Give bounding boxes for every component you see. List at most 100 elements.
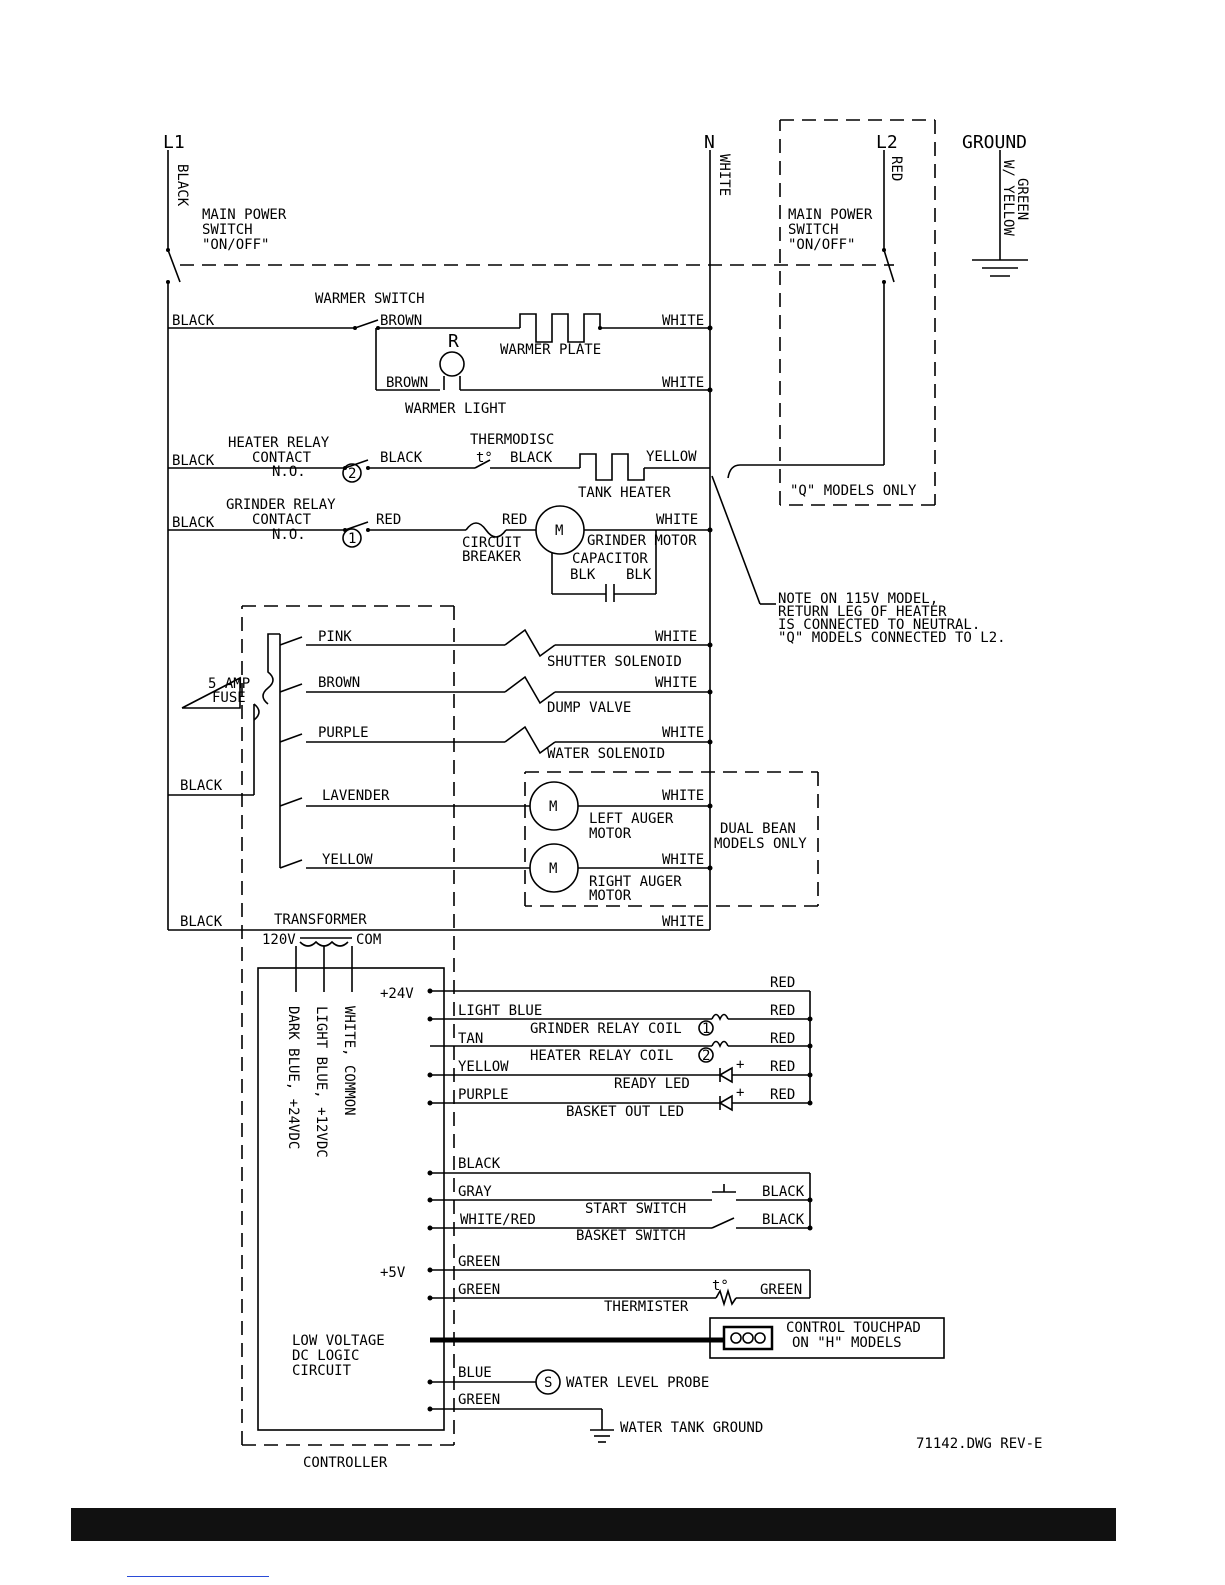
coil2-tan-label: TAN	[458, 1031, 483, 1047]
probe-blue-label: BLUE	[458, 1365, 492, 1381]
coil2-red-label: RED	[770, 1031, 795, 1047]
lavender-label: LAVENDER	[322, 788, 390, 804]
l1-black-label: BLACK	[174, 164, 190, 207]
heater-yellow-label: YELLOW	[646, 449, 697, 465]
transformer-white-label: WHITE	[662, 914, 704, 930]
left-auger-white-label: WHITE	[662, 788, 704, 804]
warmer-white-1-label: WHITE	[662, 313, 704, 329]
fuse-label-2: FUSE	[212, 690, 246, 706]
grinder-black-label: BLACK	[172, 515, 215, 531]
terminal-l2: L2	[876, 132, 898, 153]
dump-white-label: WHITE	[655, 675, 697, 691]
thermister-t-symbol: t°	[712, 1278, 729, 1294]
fuse-and-switch-bus	[168, 633, 281, 868]
grinder-relay-number: 1	[348, 531, 356, 547]
warmer-black-label: BLACK	[172, 313, 215, 329]
left-auger-label-1: LEFT AUGER	[589, 811, 674, 827]
touchpad-label-1: CONTROL TOUCHPAD	[786, 1320, 921, 1336]
svg-text:SWITCH: SWITCH	[788, 222, 839, 238]
svg-text:"Q" MODELS CONNECTED TO L2.: "Q" MODELS CONNECTED TO L2.	[778, 630, 1006, 646]
water-solenoid-label: WATER SOLENOID	[547, 746, 665, 762]
switch-black-label: BLACK	[458, 1156, 501, 1172]
v24-label: +24V	[380, 986, 414, 1002]
start-gray-label: GRAY	[458, 1184, 492, 1200]
transformer-label: TRANSFORMER	[274, 912, 367, 928]
coil1-red-label: RED	[770, 1003, 795, 1019]
basket-black-label: BLACK	[762, 1212, 805, 1228]
heater-relay-label-3: N.O.	[272, 464, 306, 480]
water-sol-white-label: WHITE	[662, 725, 704, 741]
n-white-label: WHITE	[716, 154, 732, 196]
svg-text:IS CONNECTED TO NEUTRAL.: IS CONNECTED TO NEUTRAL.	[778, 617, 980, 633]
dual-bean-label-1: DUAL BEAN	[720, 821, 796, 837]
transformer-black-label: BLACK	[180, 914, 223, 930]
terminal-l1: L1	[163, 132, 185, 153]
warmer-switch-label: WARMER SWITCH	[315, 291, 425, 307]
warmer-light-label: WARMER LIGHT	[405, 401, 507, 417]
right-auger-m: M	[549, 861, 557, 877]
low-voltage-label-1: LOW VOLTAGE	[292, 1333, 385, 1349]
capacitor-blk-2-label: BLK	[626, 567, 652, 583]
controller-boundary	[241, 605, 455, 1446]
transformer-120v-label: 120V	[262, 932, 296, 948]
dual-bean-label-2: MODELS ONLY	[714, 836, 807, 852]
terminal-ground: GROUND	[962, 132, 1027, 153]
basket-red-label: RED	[770, 1087, 795, 1103]
thermister-green-right-label: GREEN	[760, 1282, 802, 1298]
auger-motors	[279, 771, 819, 907]
grinder-relay-label-2: CONTACT	[252, 512, 312, 528]
drawing-reference: 71142.DWG REV-E	[916, 1436, 1042, 1452]
warmer-brown-top-label: BROWN	[380, 313, 422, 329]
ready-yellow-label: YELLOW	[458, 1059, 509, 1075]
transformer-com-label: COM	[356, 932, 381, 948]
svg-text:RETURN LEG OF HEATER: RETURN LEG OF HEATER	[778, 604, 947, 620]
heater-black-right-label: BLACK	[510, 450, 553, 466]
probe-s-symbol: S	[544, 1375, 552, 1391]
ground-symbol	[972, 150, 1028, 277]
capacitor-blk-1-label: BLK	[570, 567, 596, 583]
warmer-light-r-label: R	[448, 331, 459, 352]
dark-blue-label: DARK BLUE, +24VDC	[285, 1006, 301, 1149]
basket-purple-label: PURPLE	[458, 1087, 509, 1103]
grinder-relay-label-1: GRINDER RELAY	[226, 497, 336, 513]
ground-green-label: GREEN	[1014, 178, 1030, 220]
warmer-brown-bottom-label: BROWN	[386, 375, 428, 391]
thermister-label: THERMISTER	[604, 1299, 689, 1315]
l2-red-label: RED	[888, 156, 904, 181]
start-switch-label: START SWITCH	[585, 1201, 686, 1217]
heater-black-left-label: BLACK	[172, 453, 215, 469]
svg-text:SWITCH: SWITCH	[202, 222, 253, 238]
terminal-n: N	[704, 132, 715, 153]
low-voltage-label-3: CIRCUIT	[292, 1363, 352, 1379]
q-models-label: "Q" MODELS ONLY	[790, 483, 917, 499]
warmer-circuit	[168, 313, 713, 393]
grinder-circuit	[168, 505, 713, 602]
heater-relay-label-2: CONTACT	[252, 450, 312, 466]
solenoid-loads	[279, 628, 713, 755]
dump-valve-label: DUMP VALVE	[547, 700, 631, 716]
thermister-green-label: GREEN	[458, 1282, 500, 1298]
v5-label: +5V	[380, 1265, 406, 1281]
grinder-relay-label-3: N.O.	[272, 527, 306, 543]
svg-text:MAIN POWER: MAIN POWER	[788, 207, 873, 223]
coil1-number: 1	[702, 1021, 710, 1037]
svg-text:"ON/OFF": "ON/OFF"	[788, 237, 855, 253]
thermodisc-t-symbol: t°	[476, 450, 493, 466]
coil2-marker	[698, 1047, 714, 1063]
heater-circuit	[168, 453, 710, 483]
pink-label: PINK	[318, 629, 352, 645]
tank-heater-label: TANK HEATER	[578, 485, 671, 501]
svg-text:"ON/OFF": "ON/OFF"	[202, 237, 269, 253]
footer-link-underline[interactable]	[127, 1576, 269, 1577]
grinder-white-label: WHITE	[656, 512, 698, 528]
left-auger-m: M	[549, 799, 557, 815]
fuse-label-1: 5 AMP	[208, 676, 250, 692]
heater-relay-label-1: HEATER RELAY	[228, 435, 330, 451]
touchpad-label-2: ON "H" MODELS	[792, 1335, 902, 1351]
low-voltage-wiring	[427, 988, 945, 1443]
grinder-motor-label: GRINDER MOTOR	[587, 533, 697, 549]
white-common-label: WHITE, COMMON	[341, 1006, 357, 1116]
ground-yellow-label: W/ YELLOW	[1000, 160, 1016, 236]
purple-label: PURPLE	[318, 725, 369, 741]
